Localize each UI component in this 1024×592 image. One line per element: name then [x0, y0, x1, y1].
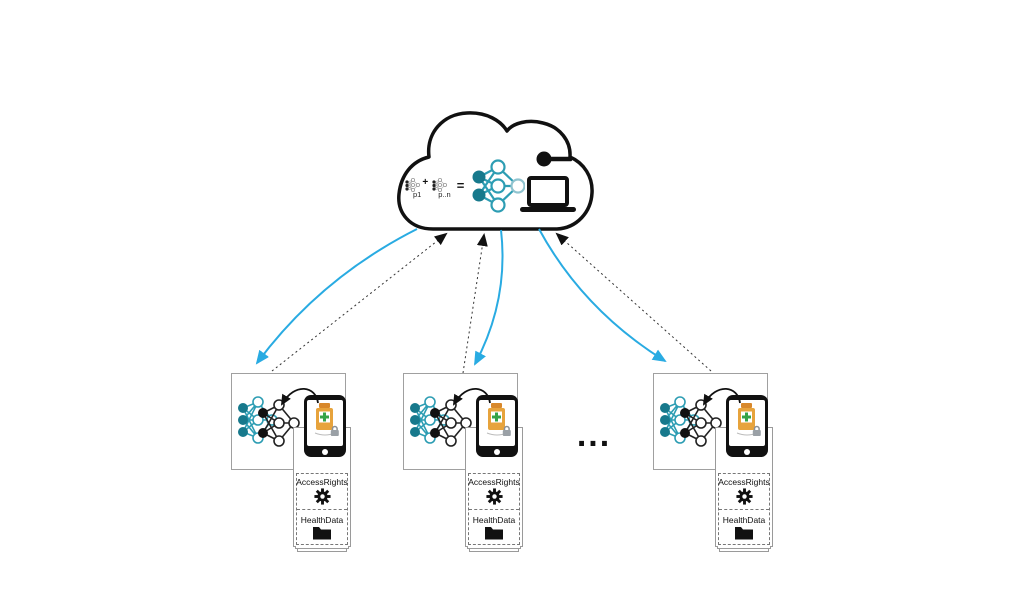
- health-data-label: HealthData: [722, 514, 766, 525]
- access-rights-section: AccessRights: [296, 474, 348, 510]
- local-model-term-n: p..n: [429, 177, 451, 199]
- folder-icon: [735, 527, 753, 540]
- local-model-neural-network-icon: [238, 396, 300, 447]
- folder-icon: [313, 527, 331, 540]
- stacked-page-edge: [467, 546, 521, 549]
- medicine-bottle-icon: [486, 403, 511, 436]
- lock-icon: [752, 425, 761, 436]
- model-label-p1: p1: [413, 190, 422, 199]
- smartphone: [726, 395, 768, 457]
- phone-screen: [729, 400, 765, 446]
- upload-arrow-client-3: [555, 232, 712, 372]
- health-data-section: HealthData: [469, 510, 519, 546]
- local-model-neural-network-icon: [410, 396, 472, 447]
- mini-neural-network-icon: [405, 177, 421, 192]
- data-store-records: AccessRights HealthData: [296, 473, 348, 545]
- client-node-2: AccessRights HealthData: [403, 373, 523, 552]
- model-label-pn: p..n: [438, 190, 451, 199]
- plus-operator: +: [422, 177, 429, 189]
- gear-icon: [313, 488, 331, 505]
- medicine-bottle-icon: [314, 403, 339, 436]
- access-rights-section: AccessRights: [468, 474, 520, 510]
- key-icon: [536, 151, 572, 167]
- access-rights-label: AccessRights: [718, 477, 770, 488]
- medicine-bottle-icon: [736, 403, 761, 436]
- global-model-neural-network-icon: [472, 159, 525, 213]
- lock-icon: [330, 425, 339, 436]
- stacked-page-edge: [295, 546, 349, 549]
- access-rights-label: AccessRights: [468, 477, 520, 488]
- gear-icon: [485, 488, 503, 505]
- access-rights-section: AccessRights: [718, 474, 770, 510]
- stacked-page-edge: [717, 546, 771, 549]
- health-data-label: HealthData: [300, 514, 344, 525]
- aggregation-formula: p1 + p..n =: [404, 177, 474, 199]
- lock-icon: [502, 425, 511, 436]
- phone-screen: [307, 400, 343, 446]
- laptop-icon: [520, 176, 576, 212]
- health-data-label: HealthData: [472, 514, 516, 525]
- phone-home-button: [322, 448, 328, 455]
- stacked-page-edge: [469, 549, 519, 552]
- data-store-records: AccessRights HealthData: [718, 473, 770, 545]
- client-node-1: AccessRights HealthData: [231, 373, 351, 552]
- download-arrow-client-2: [474, 229, 504, 366]
- local-model-neural-network-icon: [660, 396, 722, 447]
- smartphone: [476, 395, 518, 457]
- local-model-term-1: p1: [404, 177, 421, 199]
- health-data-section: HealthData: [719, 510, 769, 546]
- gear-icon: [735, 488, 753, 505]
- client-node-3: AccessRights HealthData: [653, 373, 773, 552]
- download-arrow-client-3: [538, 228, 667, 363]
- equals-operator: =: [456, 178, 465, 194]
- access-rights-label: AccessRights: [296, 477, 348, 488]
- client-data-store: AccessRights HealthData: [715, 427, 773, 554]
- folder-icon: [485, 527, 503, 540]
- upload-arrow-client-1: [271, 232, 448, 372]
- data-store-records: AccessRights HealthData: [468, 473, 520, 545]
- upload-arrow-client-2: [462, 233, 488, 374]
- smartphone: [304, 395, 346, 457]
- phone-home-button: [494, 448, 500, 455]
- stacked-page-edge: [719, 549, 769, 552]
- health-data-section: HealthData: [297, 510, 347, 546]
- phone-screen: [479, 400, 515, 446]
- more-clients-ellipsis: ...: [576, 416, 612, 454]
- stacked-page-edge: [297, 549, 347, 552]
- phone-home-button: [744, 448, 750, 455]
- mini-neural-network-icon: [432, 177, 448, 192]
- download-arrow-client-1: [255, 228, 418, 365]
